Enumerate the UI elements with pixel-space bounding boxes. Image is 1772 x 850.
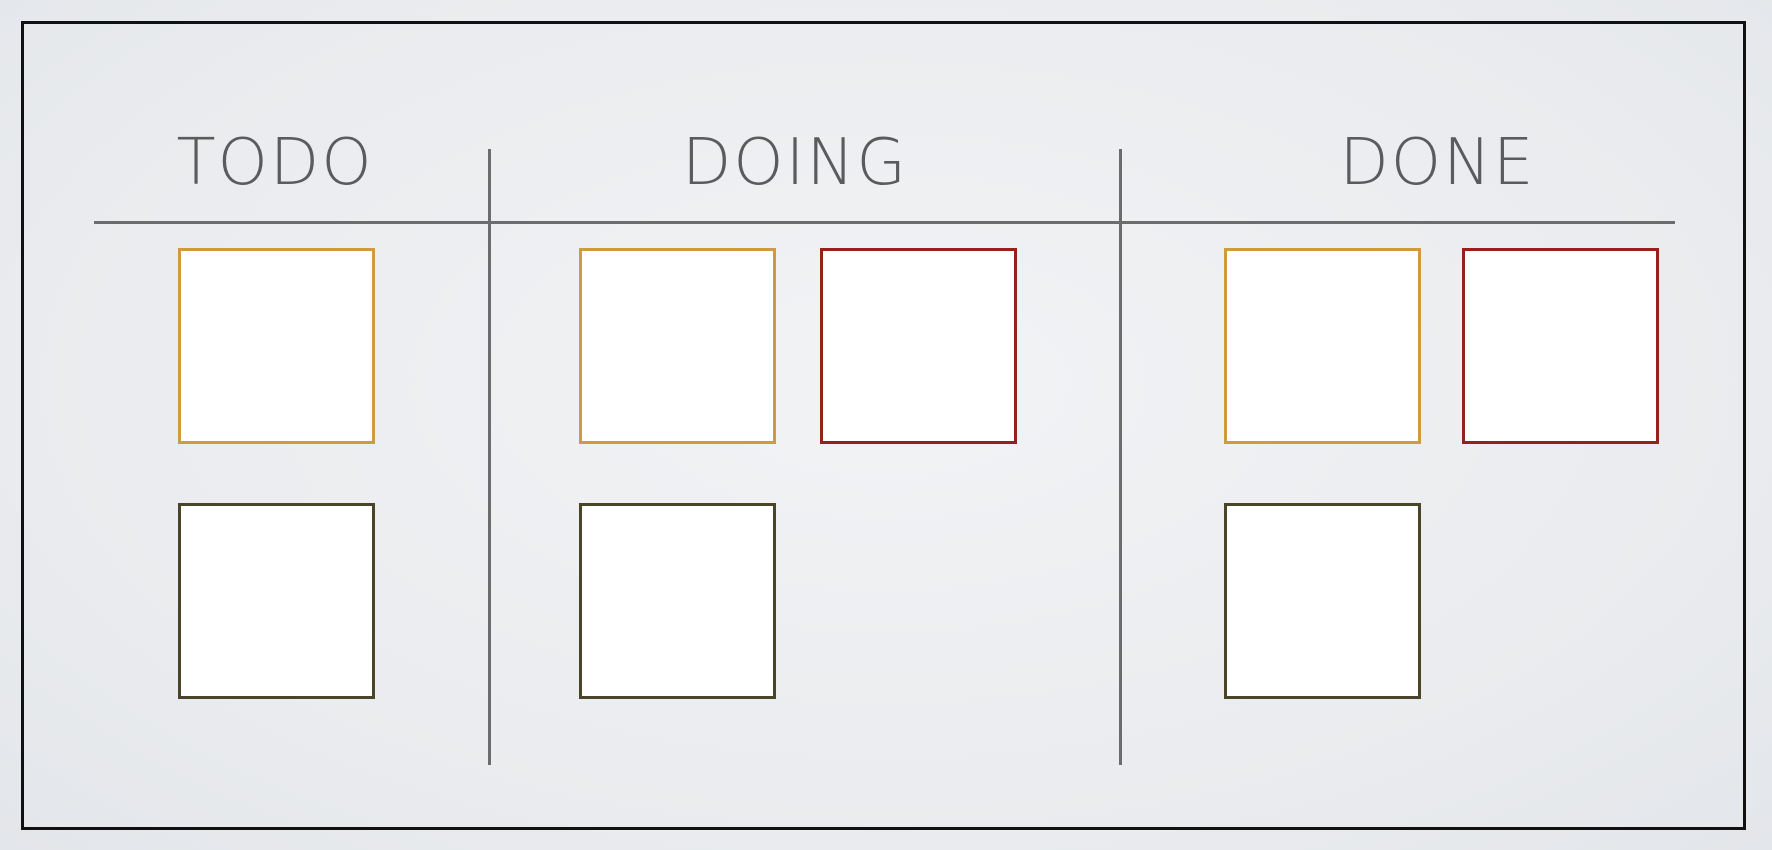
- done-card-3[interactable]: [1224, 503, 1421, 699]
- column-divider-doing-done: [1119, 149, 1122, 765]
- done-card-2[interactable]: [1462, 248, 1659, 444]
- doing-card-2[interactable]: [820, 248, 1017, 444]
- todo-card-1[interactable]: [178, 248, 375, 444]
- doing-card-1[interactable]: [579, 248, 776, 444]
- column-title-todo: TODO: [176, 126, 374, 200]
- todo-card-2[interactable]: [178, 503, 375, 699]
- doing-card-3[interactable]: [579, 503, 776, 699]
- kanban-board-frame: [21, 21, 1746, 830]
- column-title-done: DONE: [1339, 126, 1536, 200]
- column-divider-todo-doing: [488, 149, 491, 765]
- header-divider-line: [94, 221, 1675, 224]
- done-card-1[interactable]: [1224, 248, 1421, 444]
- column-title-doing: DOING: [682, 126, 908, 200]
